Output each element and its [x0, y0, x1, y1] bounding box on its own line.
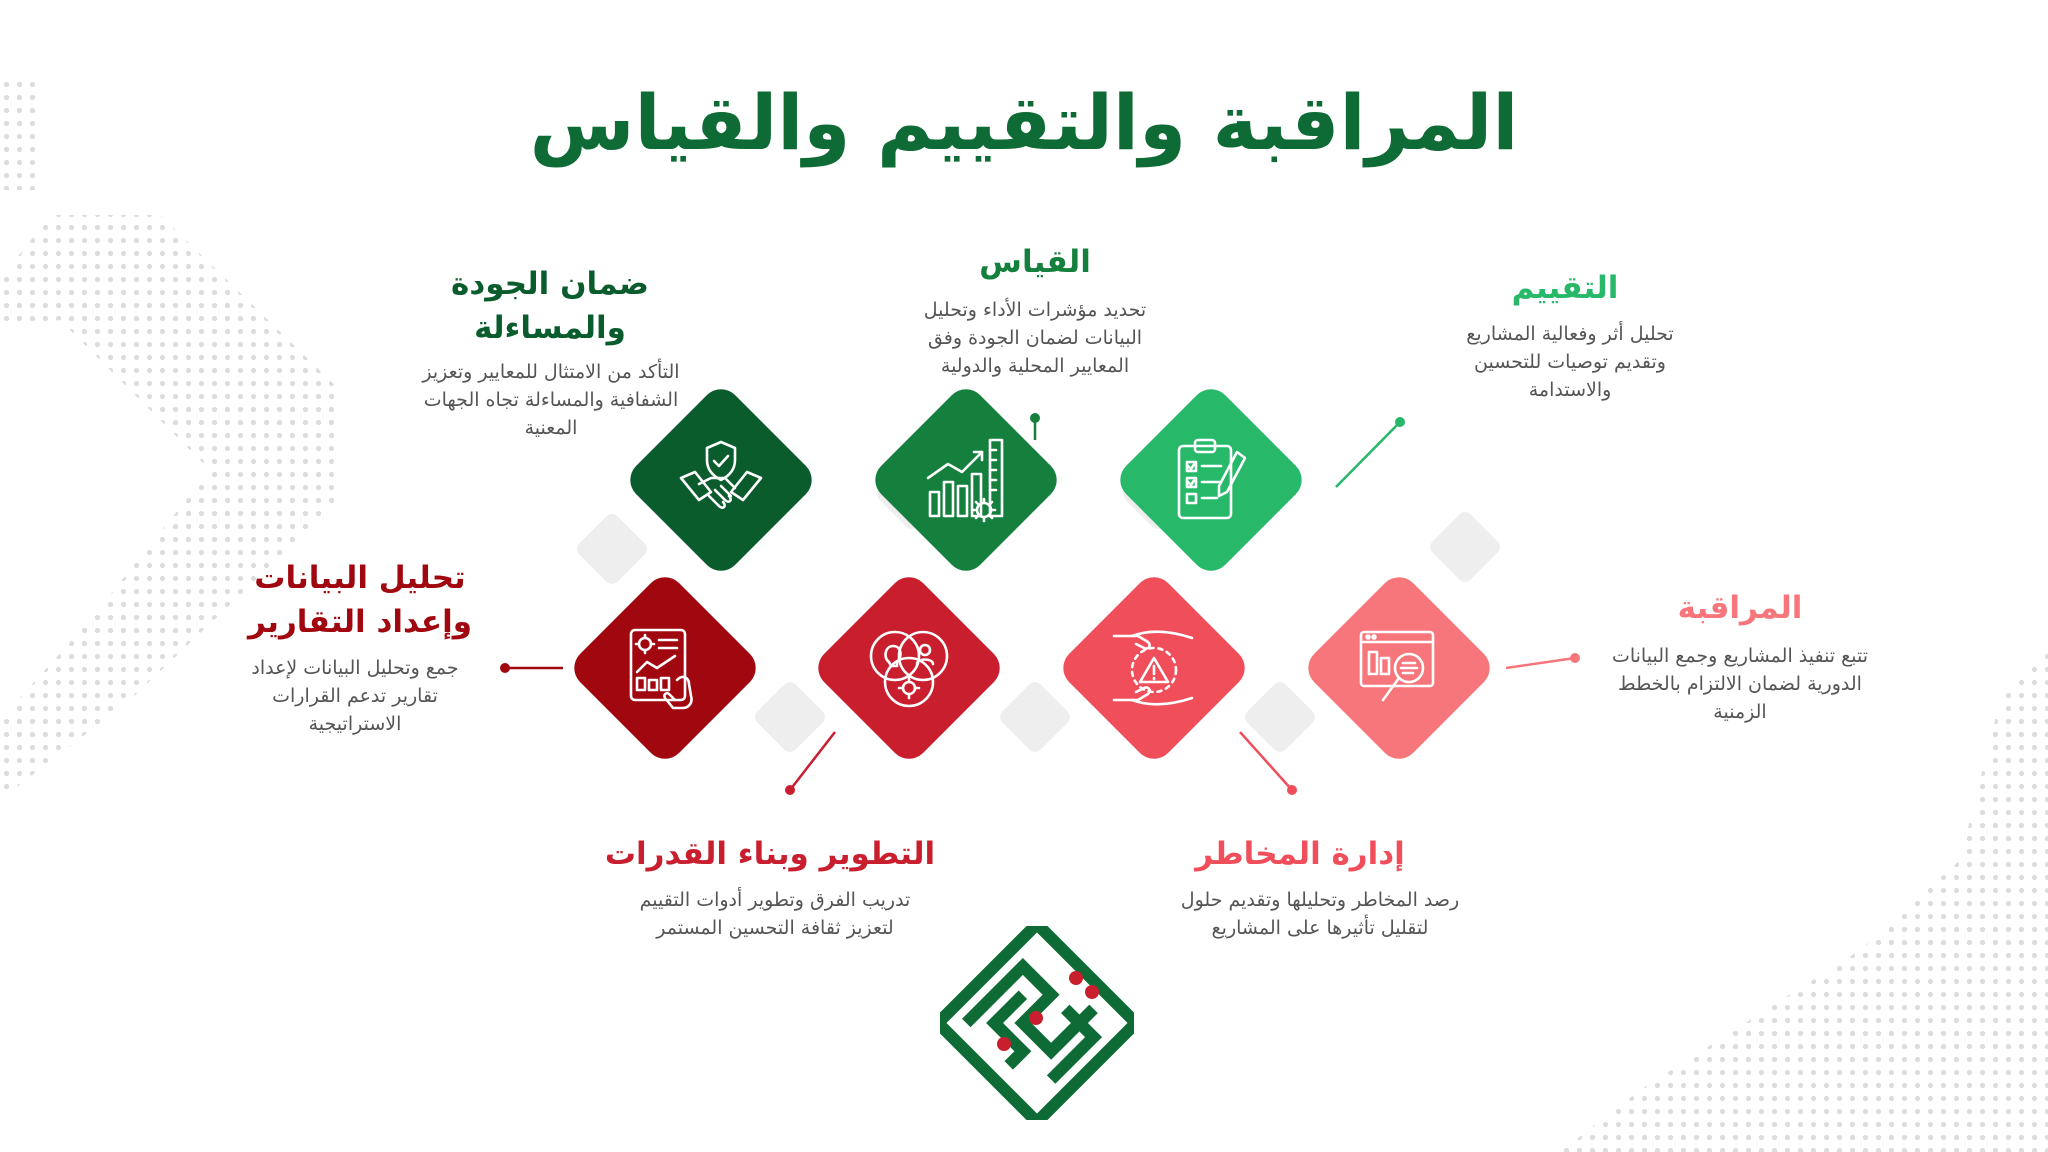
item-desc-risk: رصد المخاطر وتحليلها وتقديم حلول لتقليل … — [1180, 889, 1460, 939]
item-title-quality: ضمان الجودة والمساءلة — [451, 266, 649, 346]
monitor-magnifier-icon — [1359, 630, 1435, 702]
growth-chart-gear-icon — [926, 438, 1004, 523]
gray-tile — [1000, 682, 1070, 752]
item-title-development: التطوير وبناء القدرات — [604, 836, 936, 872]
connector-risk — [1239, 731, 1293, 791]
connector-monitoring — [1505, 656, 1576, 670]
gray-tile — [1245, 682, 1315, 752]
data-report-icon — [629, 628, 693, 710]
item-desc-development: تدريب الفرق وتطوير أدوات التقييم لتعزيز … — [639, 889, 911, 939]
gray-tile — [755, 682, 825, 752]
item-desc-monitoring: تتبع تنفيذ المشاريع وجمع البيانات الدوري… — [1611, 645, 1869, 723]
item-title-monitoring: المراقبة — [1677, 590, 1803, 626]
item-title-measure: القياس — [979, 244, 1091, 280]
page-title: المراقبة والتقييم والقياس — [529, 78, 1519, 167]
item-desc-evaluation: تحليل أثر وفعالية المشاريع وتقديم توصيات… — [1466, 323, 1674, 401]
tile-evaluation — [1120, 389, 1302, 571]
item-title-risk: إدارة المخاطر — [1195, 836, 1405, 872]
dot-pattern-left — [0, 215, 340, 800]
venn-idea-icon — [869, 630, 949, 708]
item-desc-data-analysis: جمع وتحليل البيانات لإعداد تقارير تدعم ا… — [251, 657, 459, 735]
checklist-clipboard-icon — [1177, 438, 1247, 520]
handshake-shield-icon — [679, 440, 763, 509]
item-title-data-analysis: تحليل البيانات وإعداد التقارير — [248, 560, 472, 640]
tile-measure — [875, 389, 1057, 571]
gray-tile — [1430, 512, 1500, 582]
dot-pattern-top-left — [0, 80, 40, 190]
connector-development — [789, 731, 836, 791]
tile-data-analysis — [574, 577, 756, 759]
tile-development — [818, 577, 1000, 759]
connector-evaluation — [1335, 421, 1401, 488]
item-title-evaluation: التقييم — [1511, 270, 1619, 306]
gray-tile — [577, 514, 647, 584]
tile-monitoring — [1308, 577, 1490, 759]
calligraphy-logo — [940, 926, 1134, 1120]
risk-hands-icon — [1112, 630, 1194, 706]
item-desc-measure: تحديد مؤشرات الأداء وتحليل البيانات لضما… — [923, 299, 1147, 377]
dot-pattern-bottom-right — [1560, 650, 2048, 1152]
item-desc-quality: التأكد من الامتثال للمعايير وتعزيز الشفا… — [422, 361, 680, 439]
